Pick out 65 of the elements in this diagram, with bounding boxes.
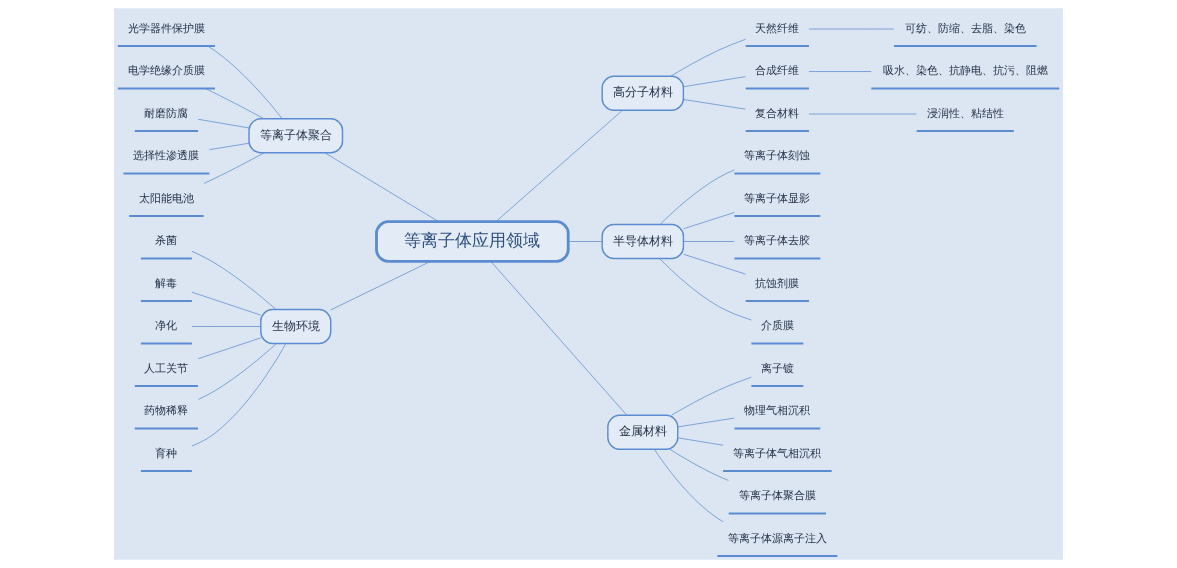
node-text: 等离子体去胶 [744,233,811,248]
connector [205,88,265,120]
connector [191,326,262,327]
connector [683,212,735,230]
node-text: 解毒 [155,275,178,290]
node-box: 高分子材料 [601,75,685,111]
connector [197,343,277,400]
node-text: 浸润性、粘结性 [926,105,1004,120]
node-text: 复合材料 [755,105,800,120]
connector [490,261,628,416]
node-text: 杀菌 [155,233,178,248]
connector [568,241,603,242]
node-box: 金属材料 [607,414,679,450]
node-text: 物理气相沉积 [744,403,811,418]
node-box: 等离子体应用领域 [375,220,570,263]
connector [808,28,895,30]
connector [330,260,431,311]
node-text: 育种 [155,445,178,460]
connector [683,241,735,242]
node-text: 等离子体源离子注入 [727,530,827,545]
connector [324,152,439,222]
node-text: 介质膜 [760,318,794,333]
connector [191,343,287,447]
connector [670,38,747,77]
node-text: 选择性渗透膜 [133,148,200,163]
node-text: 光学器件保护膜 [127,20,205,35]
node-text: 太阳能电池 [138,190,194,205]
node-text: 合成纤维 [755,63,800,78]
connector [203,152,265,184]
node-text: 可纺、防缩、去脂、染色 [904,20,1026,35]
node-box: 等离子体聚合 [248,118,344,154]
node-text: 净化 [155,318,178,333]
node-text: 药物稀释 [144,403,189,418]
connector [683,99,746,110]
connector [671,376,752,416]
connector [669,449,729,481]
node-box: 生物环境 [260,308,332,345]
connector [495,110,623,222]
connector [808,113,917,115]
connector [683,253,746,275]
node-text: 等离子体刻蚀 [744,148,811,163]
connector [207,45,283,119]
node-text: 耐磨防腐 [144,105,189,120]
connector [659,258,752,321]
connector [209,142,250,151]
node-text: 等离子体显影 [744,190,811,205]
node-text: 等离子体聚合膜 [738,488,816,503]
connector [191,291,262,316]
node-text: 离子镀 [760,360,794,375]
connector [197,118,250,129]
connector [683,76,746,88]
connector [197,337,262,360]
node-text: 吸水、染色、抗静电、抗污、阻燃 [882,63,1048,78]
node-box: 半导体材料 [601,223,685,260]
connector [677,437,724,446]
connector [654,449,724,523]
node-text: 电学绝缘介质膜 [127,63,205,78]
connector [191,250,277,310]
node-text: 抗蚀剂膜 [755,275,800,290]
node-text: 人工关节 [144,360,189,375]
connector [659,169,735,225]
node-text: 天然纤维 [755,20,800,35]
connector [677,417,735,428]
node-text: 等离子体气相沉积 [733,445,822,460]
connector [808,71,872,72]
